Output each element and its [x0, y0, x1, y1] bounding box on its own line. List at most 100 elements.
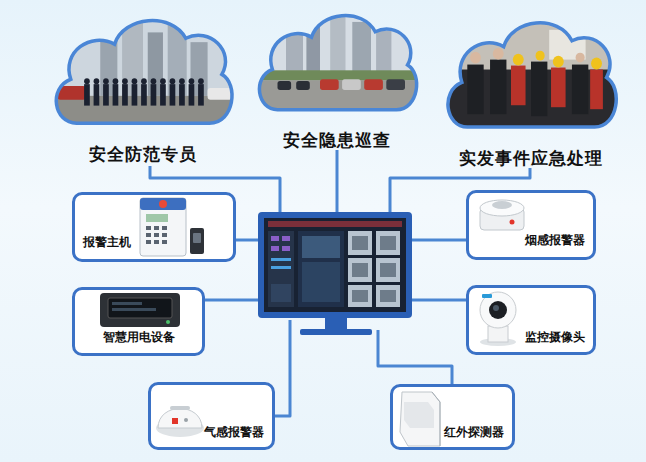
- device-box: 烟感报警器: [466, 190, 596, 260]
- art-shape: [146, 240, 151, 244]
- art-shape: [271, 236, 279, 241]
- art-shape: [440, 10, 622, 134]
- art-shape: [348, 258, 372, 282]
- art-shape: [170, 84, 176, 105]
- art-shape: [271, 236, 290, 251]
- cloud-node: 安全隐患巡查: [252, 4, 422, 150]
- art-shape: [590, 70, 603, 110]
- wire: [205, 299, 258, 302]
- art-shape: [467, 60, 588, 117]
- art-shape: [132, 78, 138, 84]
- art-shape: [348, 231, 400, 307]
- art-shape: [342, 79, 361, 90]
- device-label: 监控摄像头: [525, 330, 585, 344]
- cloud-outline: [252, 4, 422, 116]
- cloud-outline: [48, 8, 238, 130]
- art-shape: [162, 233, 167, 237]
- art-shape: [282, 236, 290, 241]
- art-shape: [352, 263, 368, 277]
- art-shape: [271, 284, 291, 302]
- art-shape: [100, 293, 180, 327]
- art-shape: [198, 78, 204, 84]
- cloud-outline: [440, 10, 622, 134]
- art-shape: [84, 78, 204, 105]
- art-shape: [493, 305, 499, 311]
- art-shape: [278, 81, 292, 90]
- art-shape: [432, 392, 440, 446]
- device-box: 红外探测器: [390, 384, 515, 450]
- art-shape: [132, 84, 138, 105]
- device-label: 烟感报警器: [525, 233, 585, 247]
- art-shape: [108, 298, 172, 318]
- wire: [378, 330, 452, 384]
- art-shape: [271, 266, 291, 269]
- cloud-label: 实发事件应急处理: [459, 148, 603, 168]
- art-shape: [325, 318, 347, 330]
- art-shape: [296, 81, 310, 90]
- wire: [336, 150, 339, 213]
- art-shape: [258, 212, 412, 318]
- art-shape: [179, 78, 185, 84]
- art-shape: [154, 226, 159, 230]
- art-shape: [352, 236, 396, 302]
- art-shape: [189, 78, 195, 84]
- device-label: 报警主机: [83, 235, 131, 249]
- gas-detector-icon: [156, 406, 204, 437]
- art-shape: [376, 231, 400, 255]
- cloud-label: 安全防范专员: [89, 144, 197, 164]
- cloud-photo: [48, 8, 238, 130]
- art-shape: [482, 294, 492, 298]
- cloud-label: 安全隐患巡查: [283, 130, 391, 150]
- art-shape: [166, 320, 170, 324]
- art-shape: [84, 78, 90, 84]
- art-shape: [510, 220, 515, 225]
- art-shape: [511, 66, 603, 110]
- art-shape: [352, 236, 368, 250]
- art-shape: [252, 70, 422, 80]
- cloud-border: [259, 15, 416, 109]
- art-shape: [298, 231, 344, 307]
- art-shape: [268, 221, 402, 227]
- wire: [412, 299, 466, 302]
- art-shape: [122, 84, 128, 105]
- art-shape: [493, 48, 504, 60]
- box-ground: [466, 190, 596, 260]
- art-shape: [146, 233, 151, 237]
- art-shape: [159, 200, 167, 208]
- art-shape: [271, 258, 291, 261]
- art-shape: [94, 78, 100, 84]
- cloud-node: 安全防范专员: [48, 8, 238, 164]
- box-ground: [390, 384, 515, 450]
- art-shape: [141, 78, 147, 84]
- art-shape: [48, 8, 238, 130]
- art-shape: [146, 226, 167, 244]
- art-shape: [440, 10, 622, 134]
- device-box: 智慧用电设备: [72, 287, 205, 356]
- art-shape: [252, 4, 422, 116]
- device-box: 监控摄像头: [466, 285, 596, 355]
- camera-icon: [480, 292, 516, 346]
- wire: [275, 320, 290, 416]
- cloud-border: [448, 23, 616, 127]
- art-shape: [103, 84, 109, 105]
- device-box: 报警主机: [72, 192, 236, 262]
- art-shape: [576, 53, 585, 63]
- art-shape: [531, 62, 547, 117]
- art-shape: [172, 418, 178, 424]
- box-grounds: [72, 190, 596, 450]
- smoke-detector-icon: [480, 200, 524, 230]
- device-label: 气感报警器: [204, 425, 264, 439]
- art-shape: [189, 84, 195, 105]
- wire: [236, 239, 258, 242]
- art-shape: [48, 8, 238, 130]
- cloud-node: 实发事件应急处理: [440, 10, 622, 168]
- art-shape: [404, 402, 434, 428]
- art-shape: [160, 84, 166, 105]
- art-shape: [320, 79, 339, 90]
- art-shape: [162, 226, 167, 230]
- art-shape: [112, 302, 142, 305]
- art-shape: [190, 228, 204, 254]
- art-shape: [193, 233, 201, 243]
- alarm-host-icon: [140, 198, 204, 256]
- art-shape: [572, 65, 588, 115]
